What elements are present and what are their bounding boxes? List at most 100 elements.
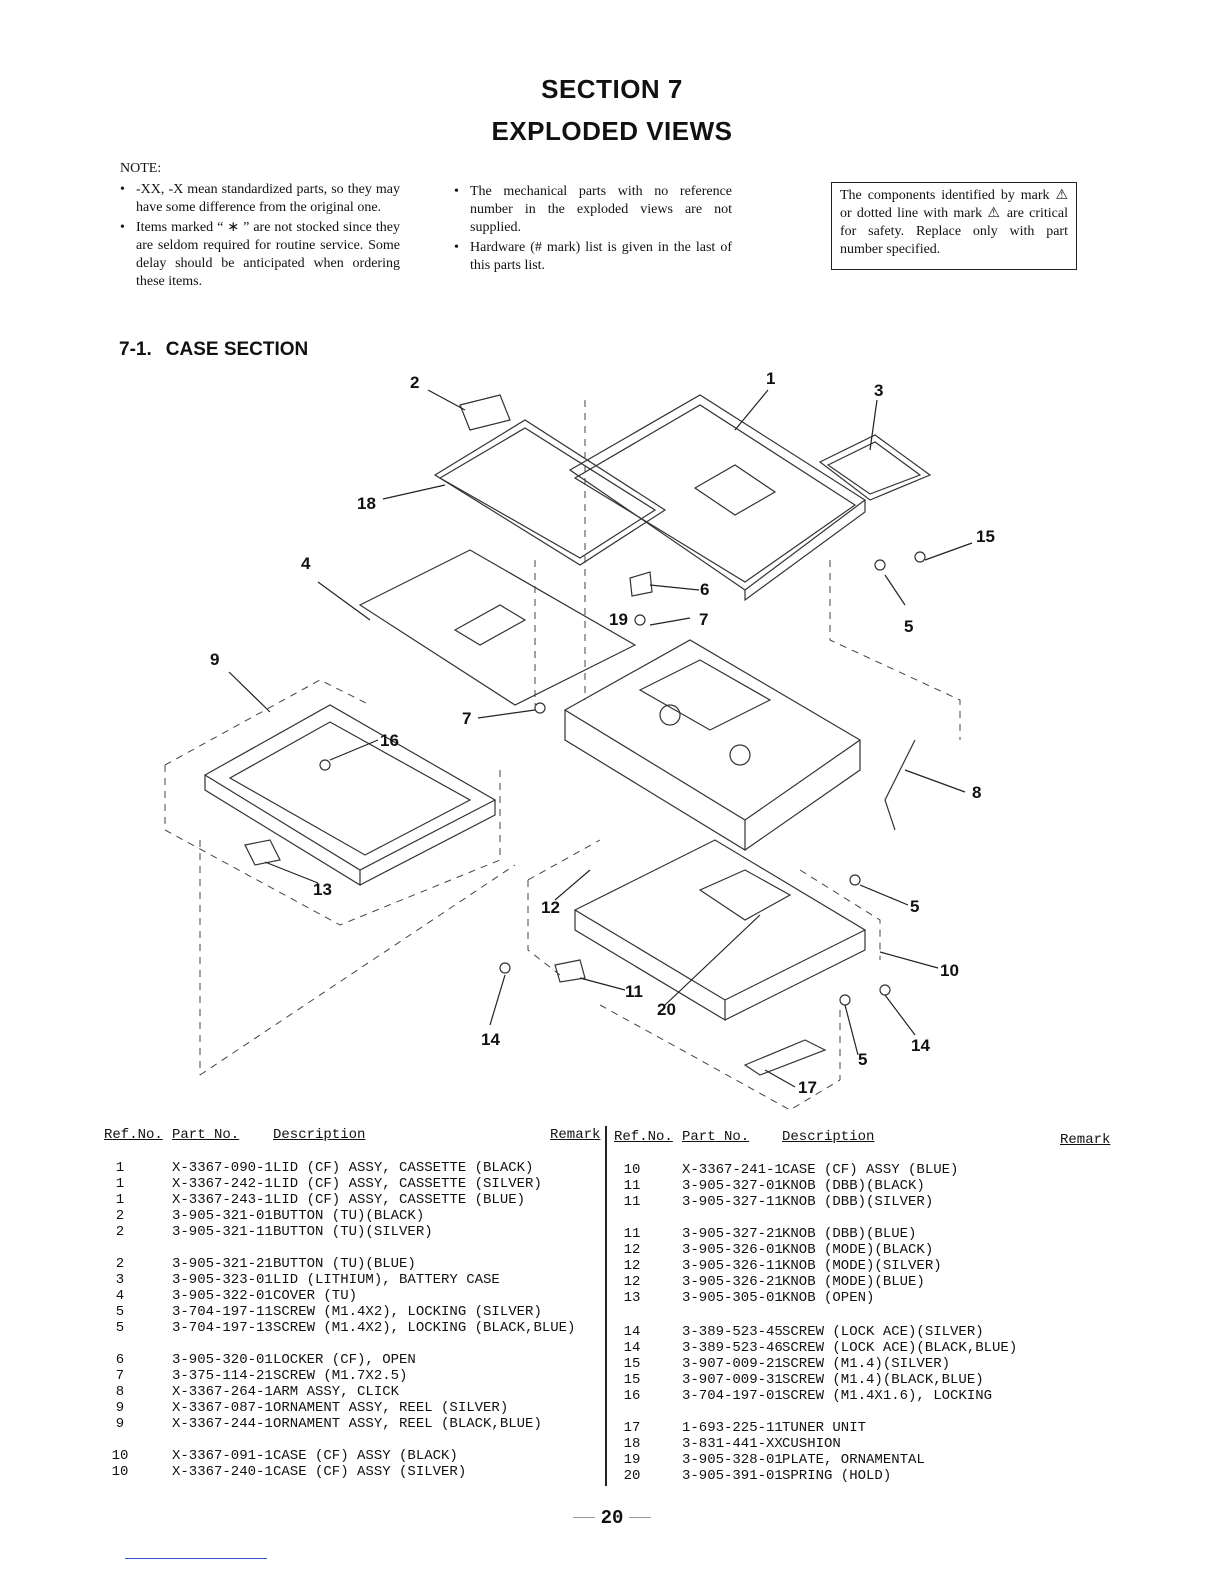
cell-part: X-3367-090-1 (172, 1160, 273, 1176)
callout-13: 13 (313, 880, 332, 899)
cell-desc: BUTTON (TU)(BLUE) (273, 1256, 416, 1272)
cell-ref: 17 (623, 1420, 641, 1436)
page-title: EXPLODED VIEWS (491, 116, 733, 146)
cell-part: X-3367-091-1 (172, 1448, 273, 1464)
cell-part: X-3367-087-1 (172, 1400, 273, 1416)
notes-left: -XX, -X mean standardized parts, so they… (120, 181, 400, 293)
cell-ref: 5 (115, 1304, 125, 1320)
cell-ref: 3 (115, 1272, 125, 1288)
cell-desc: SCREW (M1.4X2), LOCKING (BLACK,BLUE) (273, 1320, 576, 1336)
header-description: Description (273, 1127, 366, 1143)
cell-ref: 14 (623, 1340, 641, 1356)
section-heading-title: CASE SECTION (165, 339, 309, 360)
cell-desc: CASE (CF) ASSY (BLUE) (782, 1162, 959, 1178)
cell-ref: 1 (115, 1176, 125, 1192)
cell-ref: 4 (115, 1288, 125, 1304)
callout-12: 12 (541, 898, 560, 917)
cell-ref: 7 (115, 1368, 125, 1384)
cell-desc: SCREW (M1.4)(BLACK,BLUE) (782, 1372, 984, 1388)
cell-desc: PLATE, ORNAMENTAL (782, 1452, 925, 1468)
callout-11: 11 (625, 982, 643, 1001)
callout-14: 14 (911, 1036, 930, 1055)
cell-ref: 2 (115, 1208, 125, 1224)
cell-ref: 5 (115, 1320, 125, 1336)
cell-ref: 15 (623, 1372, 641, 1388)
cell-desc: SCREW (M1.7X2.5) (273, 1368, 408, 1384)
click-arm-drawing (884, 739, 916, 831)
callout-7: 7 (699, 610, 709, 629)
header-remark: Remark (550, 1127, 601, 1143)
cell-part: 3-905-391-01 (682, 1468, 783, 1484)
callout-15: 15 (976, 527, 995, 546)
mechanism-drawing (563, 639, 862, 852)
battery-lid-drawing (818, 434, 932, 501)
cell-desc: LID (CF) ASSY, CASSETTE (SILVER) (273, 1176, 542, 1192)
note-item: Items marked “ ∗ ” are not stocked since… (120, 219, 400, 291)
callout-7: 7 (462, 709, 472, 728)
cell-part: 3-905-327-11 (682, 1194, 783, 1210)
callout-1: 1 (766, 369, 776, 388)
cell-desc: LID (CF) ASSY, CASSETTE (BLUE) (273, 1192, 526, 1208)
cell-part: 3-905-323-01 (172, 1272, 273, 1288)
cell-ref: 1 (115, 1192, 125, 1208)
cell-desc: SCREW (LOCK ACE)(SILVER) (782, 1324, 984, 1340)
cell-desc: BUTTON (TU)(BLACK) (273, 1208, 425, 1224)
callout-9: 9 (210, 650, 220, 669)
note-item: -XX, -X mean standardized parts, so they… (120, 181, 400, 217)
cell-desc: KNOB (DBB)(BLACK) (782, 1178, 925, 1194)
callout-18: 19 (609, 610, 628, 629)
callout-8: 8 (972, 783, 982, 802)
cell-part: 3-905-322-01 (172, 1288, 273, 1304)
callout-5: 5 (858, 1050, 868, 1069)
section-heading: 7-1.CASE SECTION (119, 339, 308, 361)
callout-16: 16 (380, 731, 399, 750)
cell-ref: 14 (623, 1324, 641, 1340)
column-divider (605, 1126, 607, 1486)
bottom-case-drawing (573, 839, 867, 1022)
callout-20: 20 (657, 1000, 676, 1019)
header-part-no: Part No. (682, 1129, 750, 1145)
callout-4: 4 (301, 554, 311, 573)
cell-ref: 12 (623, 1274, 641, 1290)
cell-part: 3-704-197-13 (172, 1320, 273, 1336)
lid-assembly-drawing (568, 394, 867, 602)
cover-drawing (358, 549, 637, 706)
cell-desc: SCREW (LOCK ACE)(BLACK,BLUE) (782, 1340, 1018, 1356)
cell-desc: LID (CF) ASSY, CASSETTE (BLACK) (273, 1160, 534, 1176)
cell-desc: TUNER UNIT (782, 1420, 867, 1436)
cell-desc: SPRING (HOLD) (782, 1468, 892, 1484)
cell-desc: CASE (CF) ASSY (SILVER) (273, 1464, 467, 1480)
cell-part: X-3367-240-1 (172, 1464, 273, 1480)
cell-part: 3-907-009-21 (682, 1356, 783, 1372)
cell-part: 3-831-441-XX (682, 1436, 783, 1452)
callout-19: 17 (798, 1078, 817, 1097)
cell-ref: 8 (115, 1384, 125, 1400)
cell-desc: ARM ASSY, CLICK (273, 1384, 400, 1400)
callout-2: 2 (410, 373, 420, 392)
callout-14: 14 (481, 1030, 500, 1049)
callout-17: 18 (357, 494, 376, 513)
cell-part: 3-905-305-01 (682, 1290, 783, 1306)
cell-desc: LID (LITHIUM), BATTERY CASE (273, 1272, 500, 1288)
ornamental-plate-drawing (743, 1039, 827, 1076)
cell-desc: KNOB (DBB)(SILVER) (782, 1194, 934, 1210)
cell-ref: 18 (623, 1436, 641, 1452)
cell-desc: LOCKER (CF), OPEN (273, 1352, 416, 1368)
section-number: SECTION 7 (541, 74, 683, 104)
cell-desc: BUTTON (TU)(SILVER) (273, 1224, 433, 1240)
cell-ref: 19 (623, 1452, 641, 1468)
safety-notice-box: The components identified by mark ⚠ or d… (831, 182, 1077, 270)
cell-desc: SCREW (M1.4X1.6), LOCKING (782, 1388, 993, 1404)
cell-desc: KNOB (MODE)(BLACK) (782, 1242, 934, 1258)
cell-desc: KNOB (OPEN) (782, 1290, 875, 1306)
cell-ref: 11 (623, 1178, 641, 1194)
cell-ref: 10 (623, 1162, 641, 1178)
cell-ref: 10 (111, 1448, 129, 1464)
cell-part: 1-693-225-11 (682, 1420, 783, 1436)
cell-ref: 16 (623, 1388, 641, 1404)
cell-part: X-3367-242-1 (172, 1176, 273, 1192)
cell-desc: KNOB (DBB)(BLUE) (782, 1226, 917, 1242)
cell-ref: 9 (115, 1400, 125, 1416)
page-number-value: 20 (600, 1507, 624, 1529)
cell-desc: ORNAMENT ASSY, REEL (SILVER) (273, 1400, 509, 1416)
